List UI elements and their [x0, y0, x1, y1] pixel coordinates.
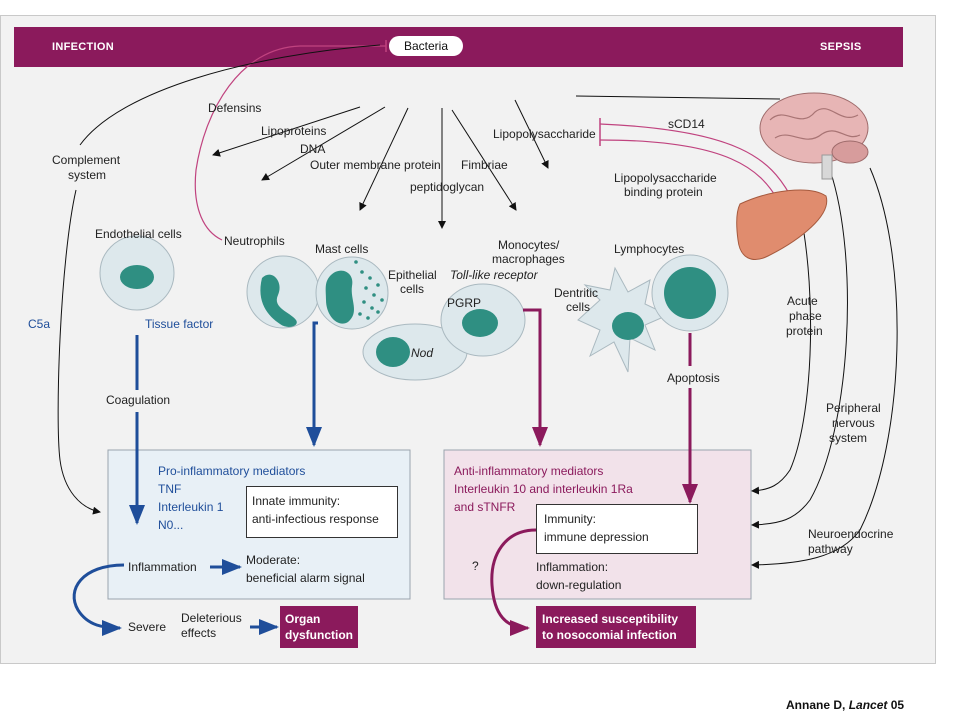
label-pns-line1: Peripheral [826, 401, 881, 415]
citation-year: 05 [890, 698, 905, 712]
peripheral-nervous-arrow [751, 169, 848, 529]
complement-arrow [79, 44, 381, 146]
label-epithelial-line2: cells [400, 282, 425, 296]
label-pgrp: PGRP [447, 296, 482, 310]
liver-icon [736, 189, 828, 260]
moderate-line1: Moderate: [246, 553, 301, 567]
label-mast-cells: Mast cells [315, 242, 369, 256]
label-endothelial-cells: Endothelial cells [95, 227, 182, 241]
endothelial-cell [99, 235, 175, 311]
down-regulation-line1: Inflammation: [536, 560, 609, 574]
label-scd14: sCD14 [668, 117, 705, 131]
label-acute-line1: Acute [787, 294, 818, 308]
deleterious-line1: Deleterious [181, 611, 242, 625]
label-monocytes-line1: Monocytes/ [498, 238, 560, 252]
label-peptidoglycan: peptidoglycan [410, 180, 485, 194]
pro-mediator-il1: Interleukin 1 [158, 500, 224, 514]
label-complement-line1: Complement [52, 153, 121, 167]
down-regulation-line2: down-regulation [536, 578, 622, 592]
anti-box-title: Anti-inflammatory mediators [454, 464, 604, 478]
label-epithelial-line1: Epithelial [388, 268, 437, 282]
innate-immunity-box [246, 486, 398, 538]
label-lymphocytes: Lymphocytes [614, 242, 685, 256]
label-dna: DNA [300, 142, 326, 156]
immunity-box [536, 504, 698, 554]
organ-dysfunction-line1: Organ [285, 612, 321, 626]
label-pns-line2: nervous [832, 416, 875, 430]
deleterious-line2: effects [181, 626, 217, 640]
label-neuro-line1: Neuroendocrine [808, 527, 894, 541]
label-lipoproteins: Lipoproteins [261, 124, 327, 138]
citation-journal: Lancet [848, 698, 888, 712]
label-acute-line2: phase [789, 309, 822, 323]
label-neuro-line2: pathway [808, 542, 853, 556]
citation-author: Annane D, [786, 698, 846, 712]
susceptibility-arrow [490, 528, 537, 636]
epithelial-cell [362, 323, 468, 381]
brain-icon [759, 92, 869, 180]
label-neutrophils: Neutrophils [224, 234, 285, 248]
monocyte-cell [440, 283, 526, 357]
acute-phase-arrow [751, 209, 812, 495]
label-dendritic-line2: cells [566, 300, 591, 314]
c5a-arrow [57, 189, 101, 515]
label-acute-line3: protein [786, 324, 823, 338]
label-lipopolysaccharide: Lipopolysaccharide [493, 127, 596, 141]
label-dendritic-line1: Dentritic [554, 286, 599, 300]
increased-susceptibility-line2: to nosocomial infection [542, 628, 677, 642]
banner-infection-label: INFECTION [52, 41, 114, 53]
label-coagulation: Coagulation [106, 393, 171, 407]
increased-susceptibility-box: Increased susceptibility to nosocomial i… [536, 606, 696, 648]
label-nod: Nod [411, 346, 434, 360]
pro-mediator-tnf: TNF [158, 482, 182, 496]
toll-like-arrow [523, 308, 548, 447]
mast-cell [315, 256, 389, 330]
neuroendocrine-arrow [751, 167, 898, 569]
dendritic-cell [577, 266, 670, 373]
organ-dysfunction-line2: dysfunction [285, 628, 353, 642]
bacterial-component-arrows [212, 99, 549, 229]
innate-immunity-line1: Innate immunity: [252, 494, 341, 508]
citation: Annane D, Lancet 05 [786, 698, 904, 712]
organ-dysfunction-box: Organ dysfunction [280, 606, 358, 648]
label-inflammation: Inflammation [128, 560, 197, 574]
label-defensins: Defensins [208, 101, 262, 115]
neutrophil-inhibition-line [194, 45, 386, 241]
label-question-mark: ? [472, 559, 479, 573]
innate-immunity-line2: anti-infectious response [252, 512, 379, 526]
bacteria-node: Bacteria [389, 36, 463, 56]
severe-arrow [72, 563, 125, 636]
label-tissue-factor: Tissue factor [145, 317, 214, 331]
immunity-line1: Immunity: [544, 512, 597, 526]
label-complement-line2: system [68, 168, 107, 182]
moderate-line2: beneficial alarm signal [246, 571, 365, 585]
label-toll-like-receptor: Toll-like receptor [450, 268, 538, 282]
label-monocytes-line2: macrophages [492, 252, 565, 266]
lymphocyte-cell [651, 254, 729, 332]
neutrophil-cell [246, 255, 320, 329]
banner-sepsis-label: SEPSIS [820, 41, 862, 53]
label-pns-line3: system [829, 431, 868, 445]
label-severe: Severe [128, 620, 167, 634]
pro-mediator-no: N0... [158, 518, 184, 532]
pro-box-title: Pro-inflammatory mediators [158, 464, 306, 478]
increased-susceptibility-line1: Increased susceptibility [542, 612, 679, 626]
label-apoptosis: Apoptosis [667, 371, 720, 385]
label-lbp-line1: Lipopolysaccharide [614, 171, 717, 185]
label-lbp-line2: binding protein [624, 185, 703, 199]
anti-box-line3: and sTNFR [454, 500, 516, 514]
anti-box-line2: Interleukin 10 and interleukin 1Ra [454, 482, 633, 496]
label-c5a: C5a [28, 317, 51, 331]
immunity-line2: immune depression [544, 530, 649, 544]
innate-cells-arrow [306, 321, 322, 447]
label-fimbriae: Fimbriae [461, 158, 508, 172]
label-outer-membrane-protein: Outer membrane protein [310, 158, 441, 172]
